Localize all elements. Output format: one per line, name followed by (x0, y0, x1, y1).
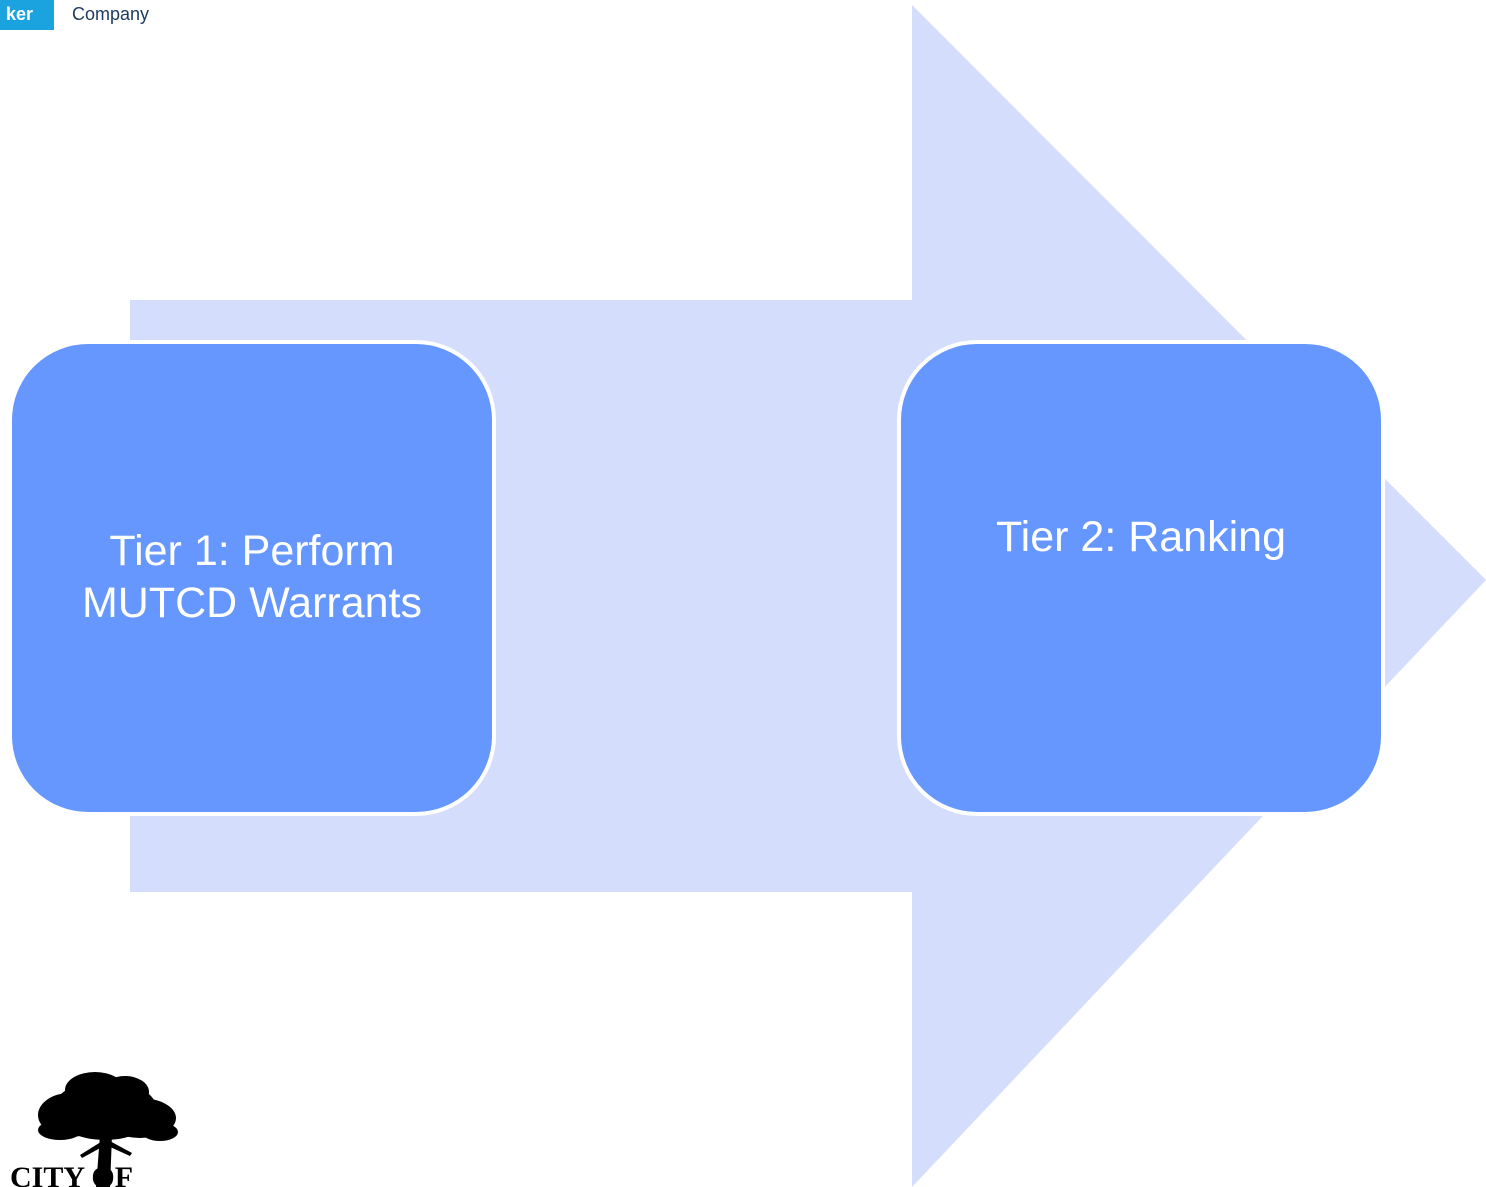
city-logo: CITY OF (10, 1072, 178, 1187)
brand-right-text: Company (72, 4, 150, 24)
company-logo: ker Company (0, 0, 149, 30)
tier-1-box: Tier 1: Perform MUTCD Warrants (8, 340, 496, 816)
tier-1-label: Tier 1: Perform MUTCD Warrants (81, 527, 422, 627)
brand-left-text: ker (0, 0, 54, 30)
city-logo-text: CITY OF (10, 1161, 133, 1187)
oak-tree-icon (38, 1072, 178, 1187)
tier-2-box: Tier 2: Ranking (897, 340, 1385, 816)
arrow-shape (130, 5, 1486, 1187)
tier-2-label: Tier 2: Ranking (996, 513, 1286, 561)
